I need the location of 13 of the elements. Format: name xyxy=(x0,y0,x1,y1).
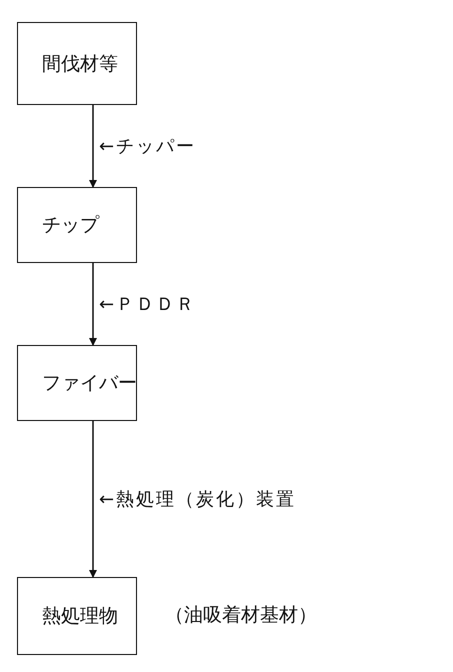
process-box xyxy=(17,187,137,263)
arrow xyxy=(89,421,97,578)
box-text: チップ xyxy=(42,213,99,238)
arrow xyxy=(89,105,97,188)
note-text: （油吸着材基材） xyxy=(165,603,317,628)
box-text: 間伐材等 xyxy=(42,52,118,76)
edge-label: ←熱処理（炭化）装置 xyxy=(99,487,296,511)
process-box xyxy=(17,577,137,655)
box-text: ファイバー xyxy=(42,371,137,396)
box-text: 熱処理物 xyxy=(42,604,118,629)
arrow xyxy=(89,263,97,346)
process-box xyxy=(17,345,137,421)
process-box xyxy=(17,22,137,105)
